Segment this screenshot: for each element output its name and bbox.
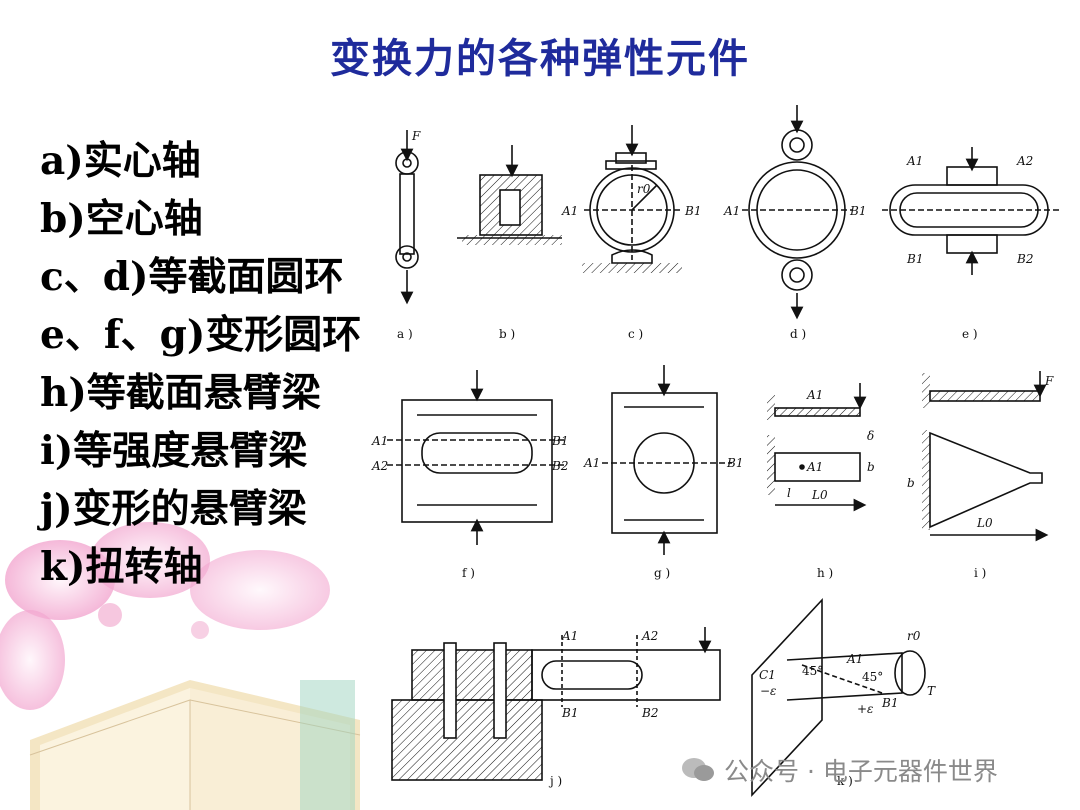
- caption-d: d ): [790, 327, 806, 341]
- label-l: l: [787, 486, 791, 500]
- label-A1: A1: [906, 154, 923, 168]
- diagram-h: A1 A1 l L0 b δ h ): [767, 383, 875, 580]
- list-item: j)变形的悬臂梁: [40, 486, 307, 532]
- label-B2: B2: [1016, 252, 1033, 266]
- label-A1: A1: [806, 460, 823, 474]
- label-A1: A1: [371, 434, 388, 448]
- label-minus-eps: −ε: [760, 684, 777, 698]
- label-B1: B1: [551, 434, 568, 448]
- label-C1: C1: [759, 668, 776, 682]
- label-B2: B2: [641, 706, 658, 720]
- label-A1: A1: [846, 652, 863, 666]
- caption-k: k ): [837, 774, 853, 788]
- caption-i: i ): [974, 566, 986, 580]
- label-L0: L0: [811, 488, 828, 502]
- wechat-icon: [682, 758, 714, 781]
- list-item: h)等截面悬臂梁: [40, 370, 321, 416]
- label-45: 45°: [862, 670, 883, 684]
- label-A1: A1: [561, 204, 578, 218]
- label-A1: A1: [583, 456, 600, 470]
- element-list: a)实心轴 b)空心轴 c、d)等截面圆环 e、f、g)变形圆环 h)等截面悬臂…: [40, 132, 370, 596]
- caption-b: b ): [499, 327, 515, 341]
- caption-e: e ): [962, 327, 978, 341]
- label-A2: A2: [641, 629, 658, 643]
- caption-f: f ): [462, 566, 475, 580]
- label-r0: r0: [637, 182, 651, 196]
- label-r0: r0: [907, 629, 921, 643]
- label-B1: B1: [726, 456, 743, 470]
- flower-book-decoration: [0, 522, 361, 810]
- diagram-a: F a ): [395, 129, 421, 341]
- label-b: b: [867, 460, 875, 474]
- label-B1: B1: [881, 696, 898, 710]
- label-45: 45°: [802, 664, 823, 678]
- diagram-i: b L0 F i ): [907, 371, 1054, 580]
- list-item: k)扭转轴: [40, 544, 203, 590]
- diagram-e: A1 A2 B1 B2 e ): [882, 147, 1062, 341]
- label-B1: B1: [906, 252, 923, 266]
- watermark: 公众号 · 电子元器件世界: [680, 752, 998, 788]
- label-plus-eps: +ε: [857, 702, 874, 716]
- label-B1: B1: [849, 204, 866, 218]
- label-A1: A1: [806, 388, 823, 402]
- list-item: c、d)等截面圆环: [40, 254, 344, 300]
- label-F: F: [1044, 374, 1054, 388]
- label-b: b: [907, 476, 915, 490]
- watermark-text: 公众号 · 电子元器件世界: [724, 757, 998, 786]
- elastic-elements-figure: F a ) b ) A1 B1 r0 c ) A1 B1 d ): [371, 105, 1062, 798]
- diagram-j: A1 A2 B1 B2 j ): [391, 627, 721, 788]
- caption-g: g ): [654, 566, 670, 580]
- caption-c: c ): [628, 327, 643, 341]
- list-item: b)空心轴: [40, 196, 203, 242]
- diagram-b: b ): [457, 145, 562, 341]
- label-L0: L0: [976, 516, 993, 530]
- diagram-d: A1 B1 d ): [723, 105, 866, 341]
- caption-h: h ): [817, 566, 833, 580]
- caption-j: j ): [548, 774, 562, 788]
- label-A1: A1: [723, 204, 740, 218]
- label-B1: B1: [684, 204, 701, 218]
- label-A2: A2: [1016, 154, 1033, 168]
- diagram-f: A1 A2 B1 B2 f ): [371, 370, 568, 580]
- label-delta: δ: [867, 429, 874, 443]
- list-item: i)等强度悬臂梁: [40, 428, 308, 474]
- label-T: T: [927, 684, 936, 698]
- list-item: e、f、g)变形圆环: [40, 312, 362, 358]
- page-title: 变换力的各种弹性元件: [330, 36, 750, 82]
- diagram-g: A1 B1 g ): [583, 365, 743, 580]
- label-B2: B2: [551, 459, 568, 473]
- label-A2: A2: [371, 459, 388, 473]
- diagram-k: C1 −ε 45° 45° A1 B1 +ε r0 T k ): [751, 597, 936, 798]
- caption-a: a ): [397, 327, 413, 341]
- diagram-c: A1 B1 r0 c ): [561, 125, 701, 341]
- force-label: F: [411, 129, 421, 143]
- list-item: a)实心轴: [40, 138, 201, 184]
- label-B1: B1: [561, 706, 578, 720]
- label-A1: A1: [561, 629, 578, 643]
